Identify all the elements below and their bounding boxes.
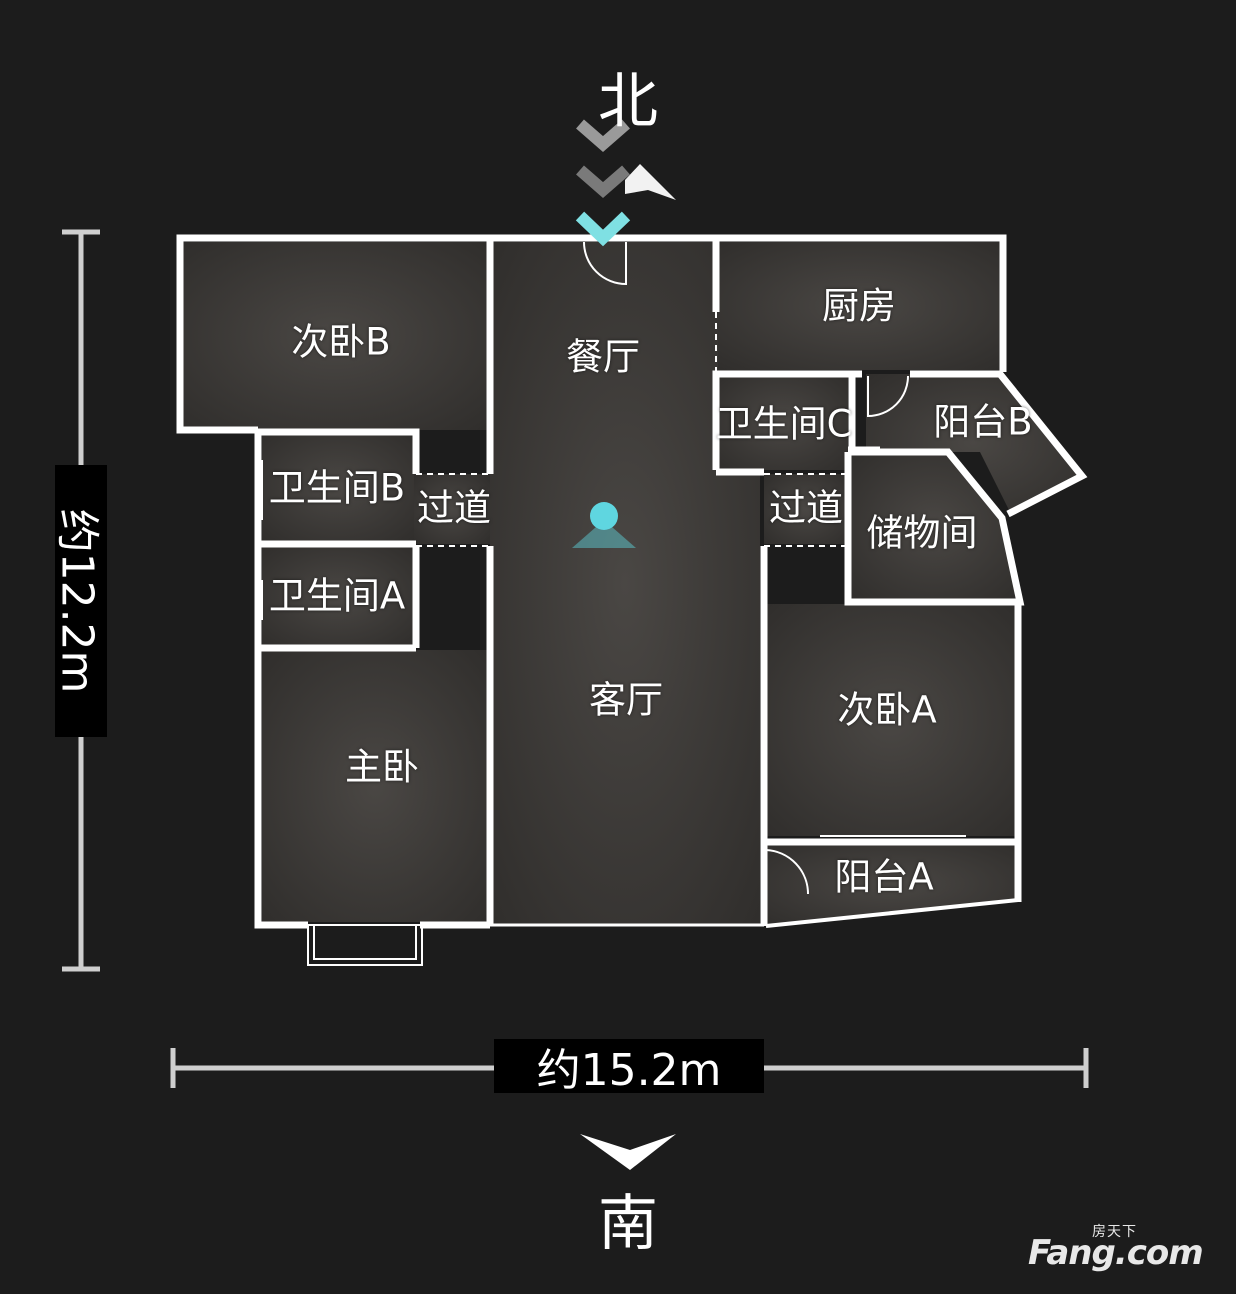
room-label-storage: 储物间 bbox=[866, 511, 978, 555]
room-label-master-bedroom: 主卧 bbox=[345, 745, 419, 789]
doors bbox=[583, 241, 909, 895]
floor-corridor-left bbox=[414, 474, 490, 544]
south-label: 南 bbox=[598, 1189, 658, 1259]
room-label-living-room: 客厅 bbox=[589, 678, 663, 722]
room-label-corridor-right: 过道 bbox=[769, 486, 843, 530]
wall-balcony-b bbox=[910, 370, 1088, 518]
room-label-dining-room: 餐厅 bbox=[566, 335, 640, 379]
height-dimension-label: 约12.2m bbox=[51, 465, 107, 737]
wall-bathroom-c bbox=[712, 370, 862, 470]
room-label-corridor-left: 过道 bbox=[417, 486, 491, 530]
room-label-balcony-b: 阳台B bbox=[933, 400, 1033, 444]
room-label-bathroom-b: 卫生间B bbox=[268, 466, 406, 510]
north-label: 北 bbox=[598, 67, 658, 137]
dimension-lines bbox=[62, 229, 1089, 1088]
height-dimension-text: 约12.2m bbox=[51, 508, 102, 694]
floor-bathroom-a bbox=[262, 546, 414, 646]
room-label-kitchen: 厨房 bbox=[822, 284, 896, 328]
walls bbox=[176, 234, 1088, 929]
logo-brand-main: Fang.com bbox=[1028, 1233, 1204, 1273]
floor-corridor-right bbox=[764, 474, 848, 544]
floor-secondary-bedroom-a bbox=[766, 604, 1016, 836]
north-arrows bbox=[575, 119, 676, 247]
width-dimension-text: 约15.2m bbox=[536, 1045, 722, 1096]
floor-kitchen bbox=[718, 242, 1001, 370]
position-marker bbox=[572, 502, 636, 548]
room-label-secondary-bedroom-a: 次卧A bbox=[837, 688, 937, 732]
floor-dining-living bbox=[490, 242, 760, 925]
room-label-balcony-a: 阳台A bbox=[834, 855, 934, 899]
room-label-bathroom-a: 卫生间A bbox=[268, 574, 406, 618]
windows bbox=[261, 460, 966, 966]
room-label-bathroom-c: 卫生间C bbox=[715, 402, 853, 446]
wall-left-lower bbox=[254, 430, 308, 929]
floor-storage bbox=[850, 452, 1018, 600]
fang-logo: 房天下 Fang.com bbox=[1028, 1221, 1218, 1276]
room-floors bbox=[182, 242, 1080, 926]
logo-brand-small: 房天下 bbox=[1092, 1224, 1137, 1240]
width-dimension-label: 约15.2m bbox=[494, 1039, 764, 1096]
floor-master-bedroom bbox=[262, 650, 488, 922]
floor-secondary-bedroom-b bbox=[182, 242, 487, 430]
openings bbox=[356, 312, 946, 640]
wall-balcony-a-bottom bbox=[765, 898, 1019, 928]
south-arrow-icon bbox=[580, 1134, 676, 1170]
wall-storage bbox=[844, 448, 1025, 606]
floor-balcony-b bbox=[866, 374, 1080, 512]
outer-wall-top bbox=[176, 234, 1007, 434]
floor-bathroom-b bbox=[262, 432, 414, 542]
floor-bathroom-c bbox=[718, 374, 848, 470]
room-label-secondary-bedroom-b: 次卧B bbox=[291, 320, 391, 364]
